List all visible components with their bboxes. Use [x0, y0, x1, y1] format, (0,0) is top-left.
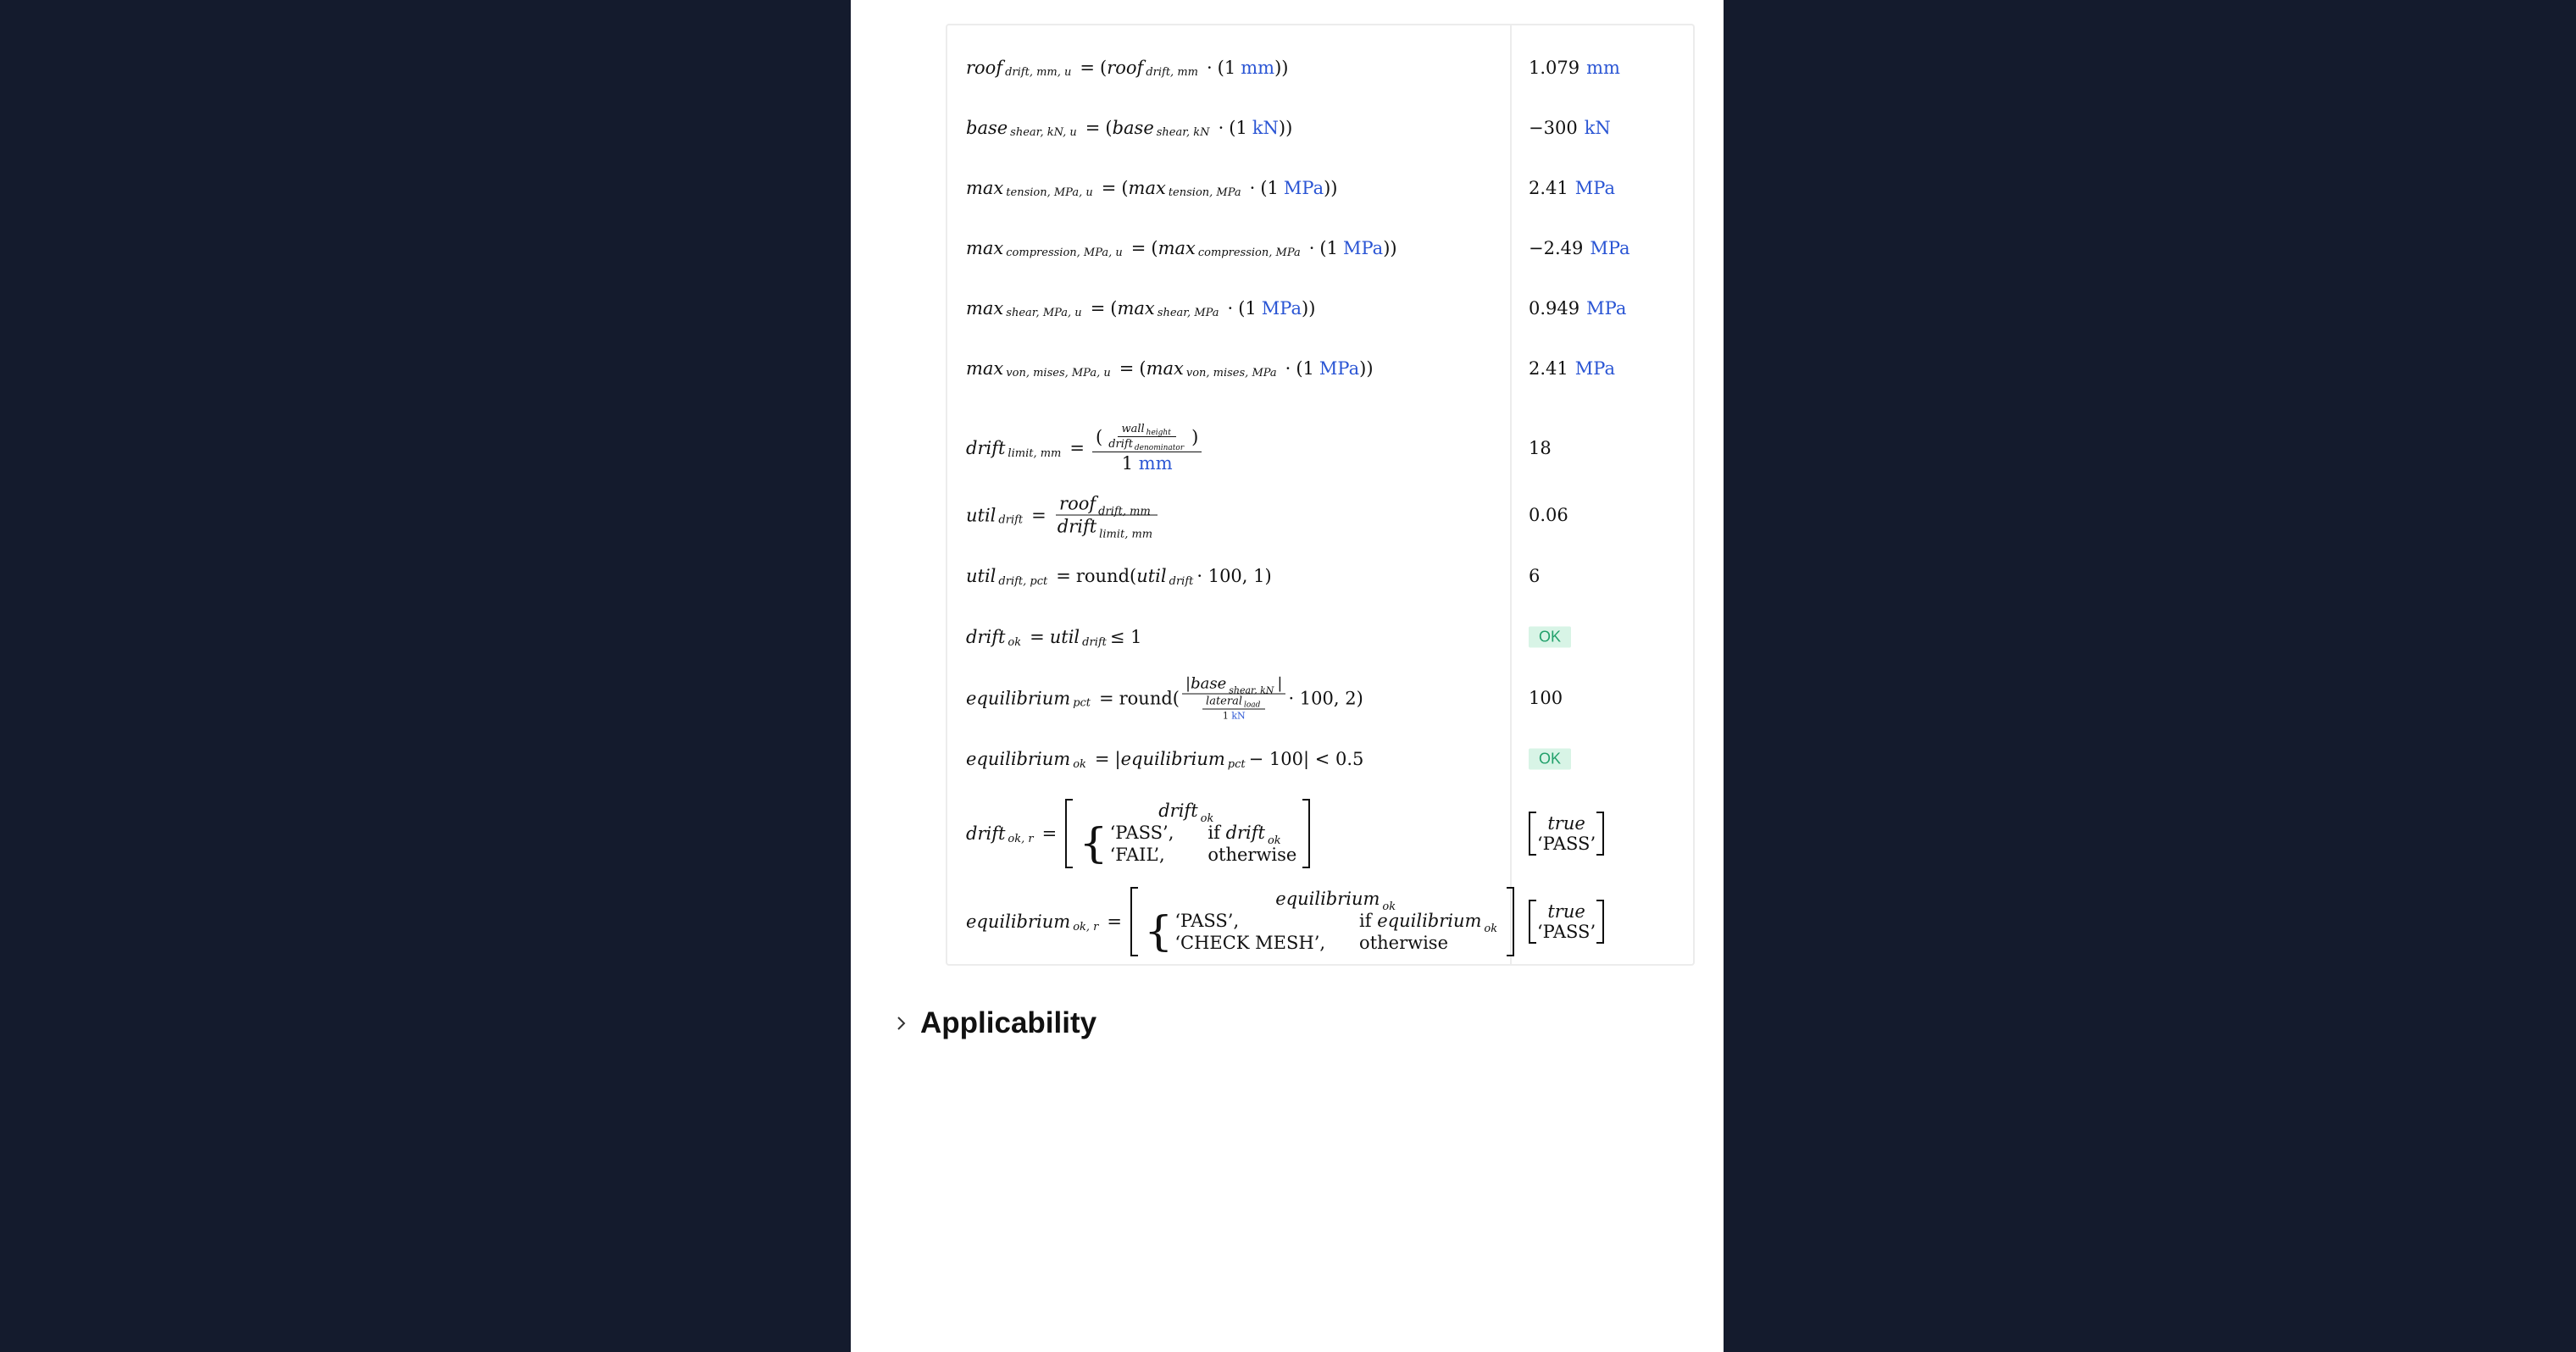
result-unit: MPa — [1590, 237, 1630, 258]
var-name: roof — [966, 57, 1003, 78]
result-unit: kN — [1584, 117, 1611, 138]
result-unit: MPa — [1586, 297, 1627, 319]
result: true ‘PASS’ — [1529, 812, 1605, 856]
var-name: max — [966, 177, 1004, 198]
result: 100 — [1529, 688, 1563, 708]
result-value: −300 — [1529, 117, 1578, 138]
chevron-right-icon[interactable] — [890, 1012, 912, 1034]
result-value: 0.949 — [1529, 297, 1580, 319]
var-subscript: drift, mm, u — [1005, 66, 1072, 79]
var-subscript: tension, MPa, u — [1006, 186, 1093, 199]
result: −2.49 MPa — [1529, 238, 1630, 258]
result: 2.41 MPa — [1529, 358, 1615, 379]
unit: MPa — [1261, 297, 1302, 319]
var-subscript: limit, mm — [1008, 446, 1062, 460]
result: OK — [1529, 626, 1572, 648]
applicability-section-header[interactable]: Applicability — [890, 1006, 1096, 1040]
var-subscript: von, mises, MPa, u — [1006, 367, 1111, 380]
var-subscript: shear, kN, u — [1010, 126, 1077, 139]
var-subscript: shear, MPa, u — [1006, 307, 1082, 319]
column-divider — [1510, 25, 1512, 964]
ok-badge: OK — [1529, 626, 1572, 648]
result-unit: MPa — [1574, 177, 1615, 198]
result-value: 2.41 — [1529, 357, 1568, 379]
unit: mm — [1241, 57, 1275, 78]
result-matrix: true ‘PASS’ — [1529, 812, 1605, 856]
unit: MPa — [1319, 357, 1360, 379]
result-unit: mm — [1586, 57, 1620, 78]
var-name: drift — [966, 438, 1006, 458]
result: 0.949 MPa — [1529, 298, 1626, 319]
unit: kN — [1252, 117, 1279, 138]
result: OK — [1529, 748, 1572, 770]
var-name: max — [966, 237, 1004, 258]
unit: MPa — [1342, 237, 1384, 258]
result: 1.079 mm — [1529, 58, 1620, 78]
result-value: 1.079 — [1529, 57, 1580, 78]
var-name: base — [966, 117, 1008, 138]
var-name: max — [966, 297, 1004, 319]
result-value: −2.49 — [1529, 237, 1584, 258]
result: −300 kN — [1529, 118, 1611, 138]
result-matrix: true ‘PASS’ — [1529, 900, 1605, 944]
result: 0.06 — [1529, 505, 1568, 525]
result-value: 2.41 — [1529, 177, 1568, 198]
ok-badge: OK — [1529, 748, 1572, 770]
var-subscript: compression, MPa, u — [1006, 247, 1123, 259]
unit: MPa — [1283, 177, 1324, 198]
result-unit: MPa — [1574, 357, 1615, 379]
result: 6 — [1529, 566, 1541, 586]
section-title: Applicability — [920, 1006, 1097, 1039]
var-name: max — [966, 357, 1004, 379]
result: 2.41 MPa — [1529, 178, 1615, 198]
result: true ‘PASS’ — [1529, 900, 1605, 944]
result: 18 — [1529, 438, 1552, 458]
